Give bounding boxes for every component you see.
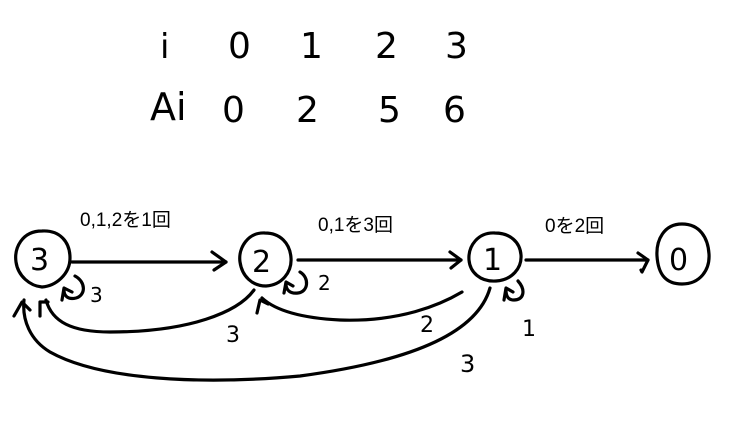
- edge-3-to-2: 0,1,2を1回: [70, 210, 228, 272]
- index-table: i 0 1 2 3 Ai 0 2 5 6: [150, 26, 468, 131]
- node-3: 3: [14, 229, 72, 289]
- self-loop-3: 3: [60, 274, 103, 307]
- table-i-0: 0: [228, 26, 251, 67]
- table-header-i: i: [160, 27, 169, 67]
- node-label: 3: [30, 243, 49, 278]
- node-label: 0: [669, 243, 688, 278]
- node-0: 0: [655, 222, 711, 286]
- table-i-2: 2: [375, 26, 398, 67]
- edge-1-to-2: 2: [255, 290, 464, 338]
- self-loop-1: 1: [502, 279, 536, 342]
- edge-label: 0,1,2を1回: [80, 210, 171, 231]
- back-edge-label: 3: [226, 323, 240, 348]
- table-a-2: 5: [378, 90, 401, 131]
- self-loop-label: 1: [522, 317, 536, 342]
- edge-1-to-3: 3: [12, 286, 492, 382]
- edge-1-to-0: 0を2回: [524, 216, 650, 274]
- node-label: 2: [252, 245, 271, 280]
- table-a-1: 2: [296, 90, 319, 131]
- self-loop-2: 2: [282, 270, 331, 295]
- table-i-3: 3: [445, 26, 468, 67]
- back-edge-label: 2: [420, 313, 434, 338]
- edge-2-to-3: 3: [38, 288, 256, 348]
- node-label: 1: [483, 243, 502, 278]
- edge-label: 0,1を3回: [318, 215, 393, 236]
- self-loop-label: 3: [90, 283, 103, 307]
- node-2: 2: [238, 231, 293, 288]
- table-i-1: 1: [300, 26, 323, 67]
- edge-label: 0を2回: [545, 216, 604, 237]
- back-edge-label: 3: [460, 350, 475, 378]
- edge-2-to-1: 0,1を3回: [296, 215, 463, 270]
- node-1: 1: [467, 231, 523, 283]
- self-loop-label: 2: [318, 271, 331, 295]
- table-header-ai: Ai: [150, 85, 187, 129]
- table-a-3: 6: [443, 90, 466, 131]
- table-a-0: 0: [222, 90, 245, 131]
